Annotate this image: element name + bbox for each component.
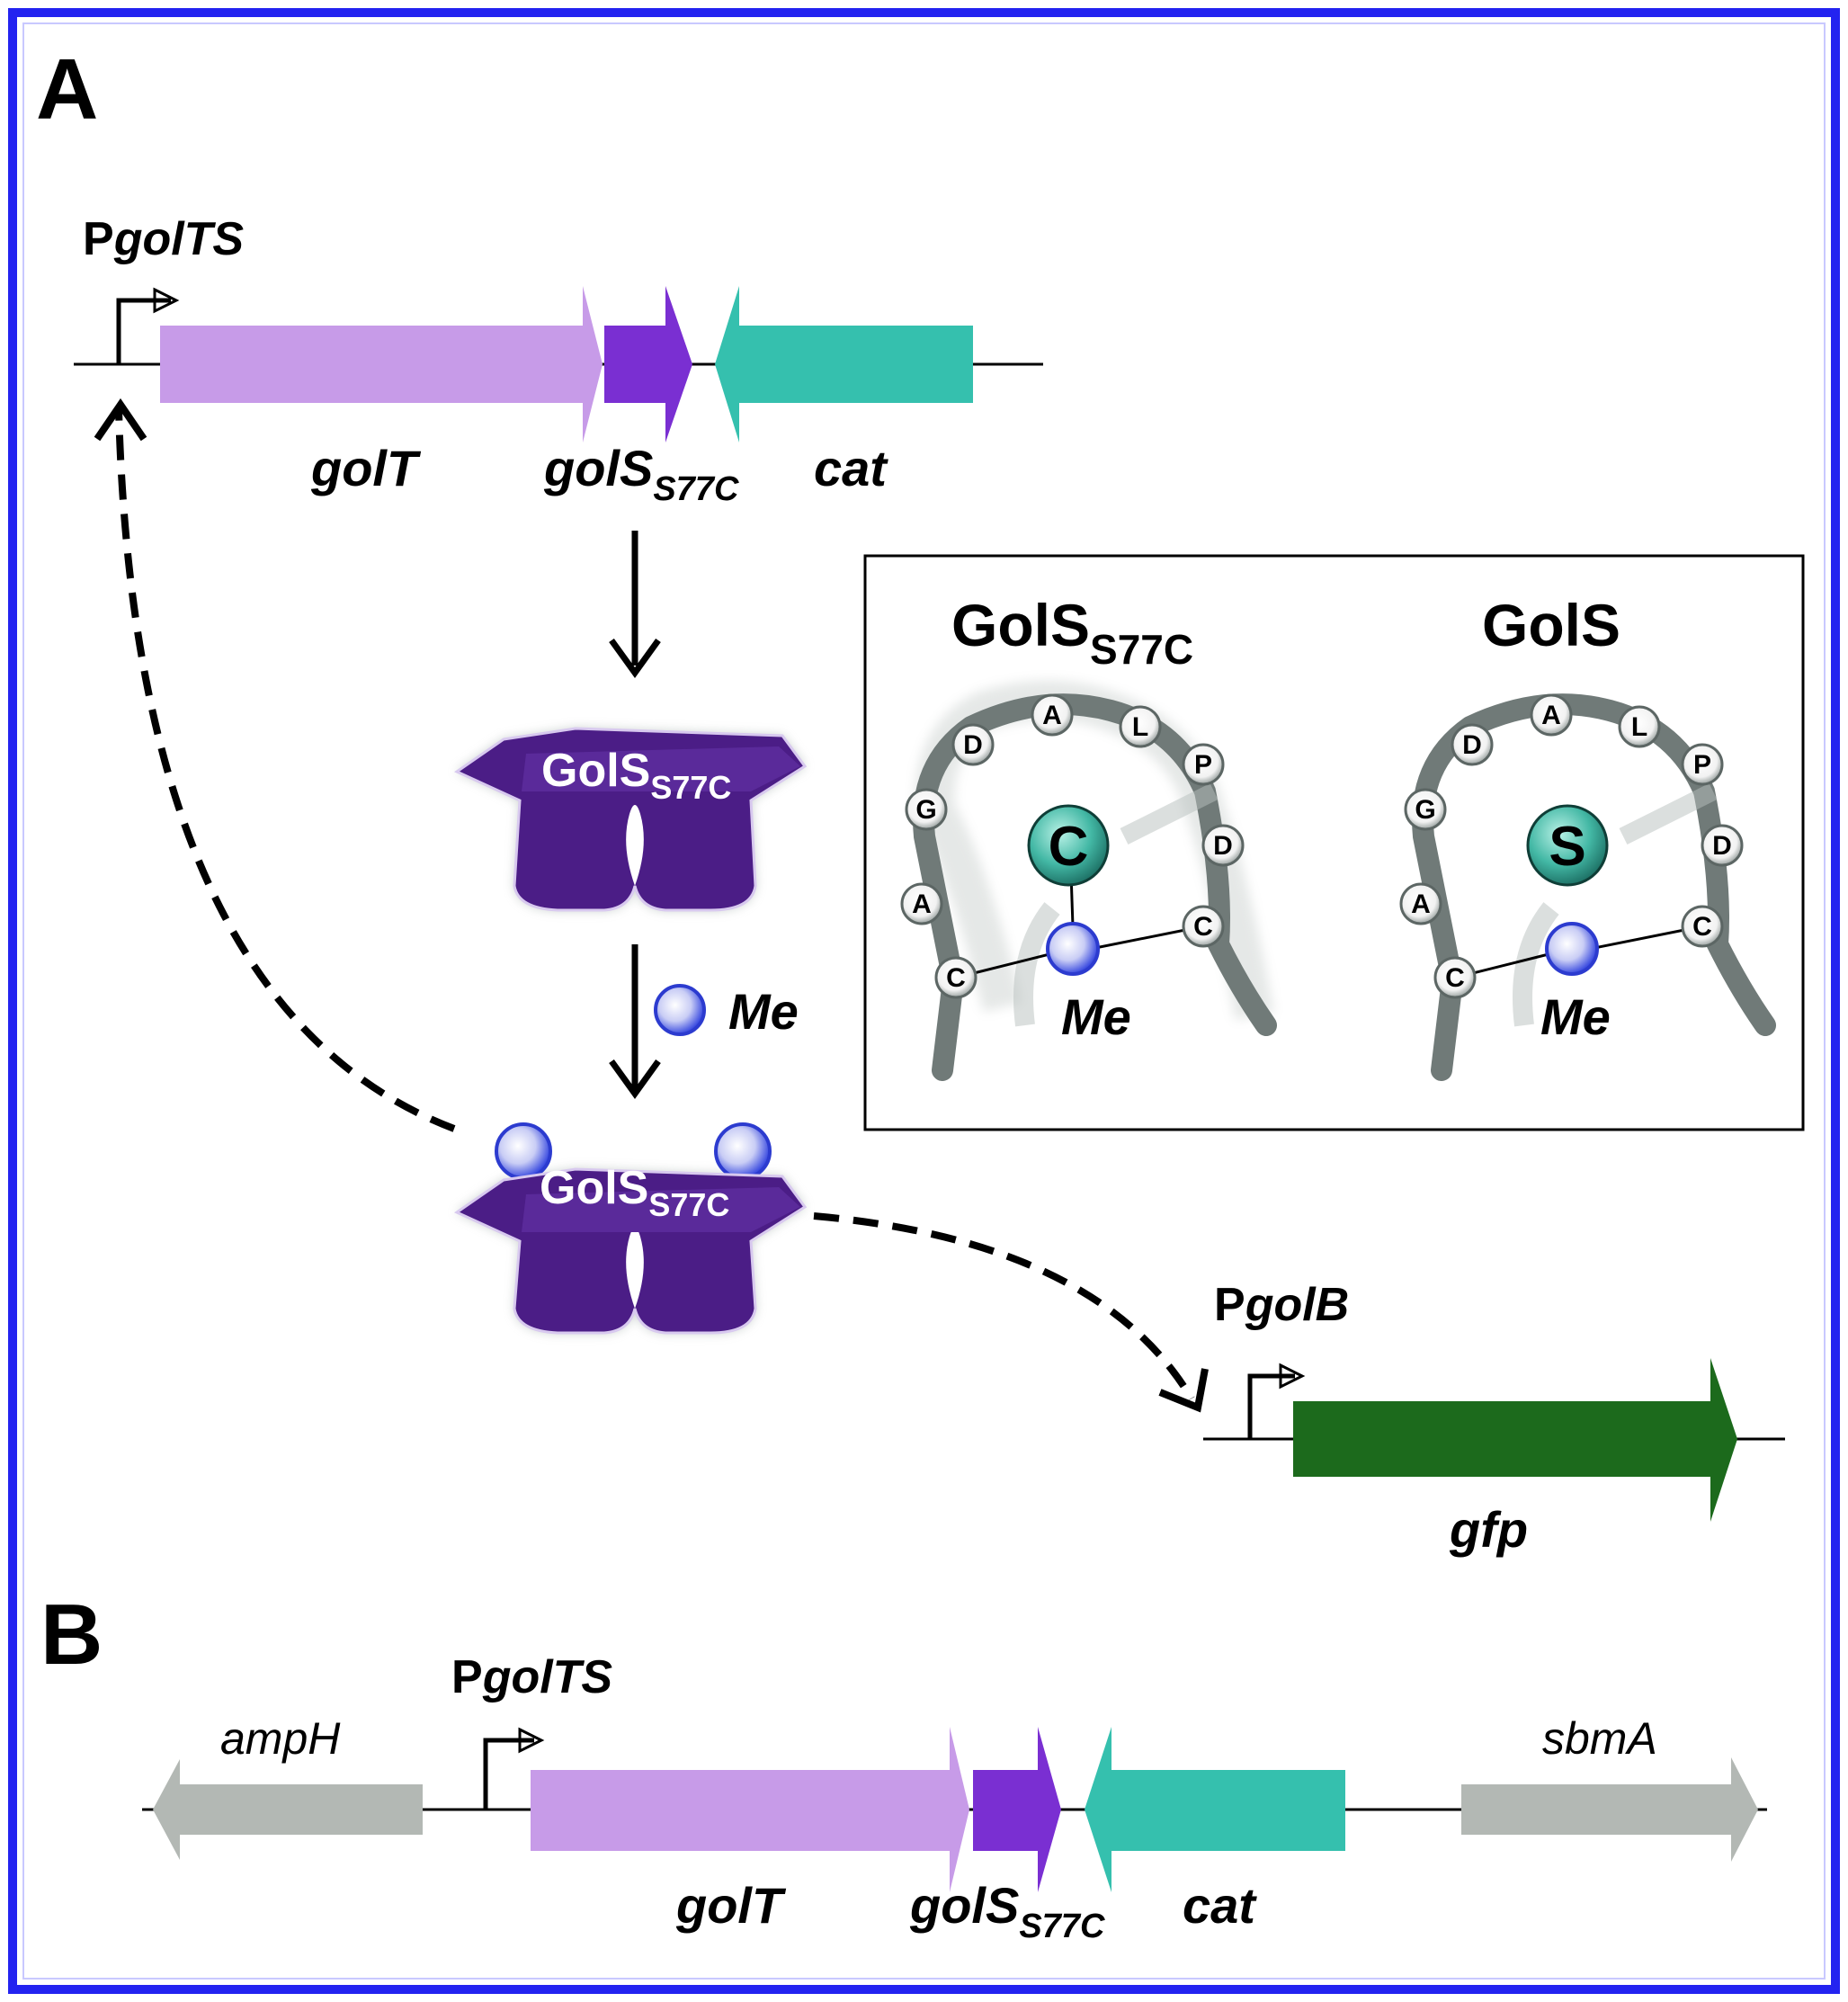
inset-right-residue-bead bbox=[1399, 882, 1442, 925]
inset-left-metal-icon bbox=[1046, 922, 1100, 976]
gene-sbmA-arrow bbox=[1461, 1757, 1758, 1862]
gene-gfp-label: gfp bbox=[1449, 1501, 1528, 1558]
activation-dashed-arrow bbox=[813, 1212, 1195, 1401]
inset-left-residue-label: A bbox=[1042, 701, 1062, 730]
inset-left-metal-label: Me bbox=[1061, 988, 1131, 1045]
inset-right-residue-bead bbox=[1681, 905, 1724, 948]
gene-golT-arrow bbox=[160, 286, 603, 442]
inset-right-residue-label: D bbox=[1462, 730, 1482, 760]
golS-protein-holo-label: GolSS77C bbox=[540, 1162, 729, 1223]
gene-cat-arrow bbox=[715, 286, 973, 442]
bound-metal-right-icon bbox=[714, 1122, 772, 1180]
golS-protein-apo bbox=[453, 727, 808, 912]
gene-golS-label: golSS77C bbox=[543, 440, 739, 508]
metal-binding-arrow bbox=[609, 944, 661, 1099]
golS-protein-apo-label: GolSS77C bbox=[541, 745, 731, 806]
feedback-arrowhead bbox=[94, 398, 147, 442]
inset-right-residue-label: A bbox=[1541, 701, 1561, 730]
figure-border bbox=[8, 8, 1840, 1994]
inset-left-residue-bead bbox=[900, 882, 943, 925]
inset-left-residue-label: D bbox=[963, 730, 983, 760]
inset-left-residue-label: C bbox=[946, 963, 966, 993]
gene-golS-b-arrow bbox=[973, 1727, 1061, 1892]
inset-right-residues: C A G D A L P D C bbox=[1399, 693, 1744, 999]
inset-right-residue-label: L bbox=[1631, 712, 1647, 742]
inset-right-residue-bead bbox=[1433, 956, 1477, 999]
inset-right-residue-label: G bbox=[1415, 795, 1435, 825]
gene-golS-arrow bbox=[604, 286, 692, 442]
inset-right-residue-bead bbox=[1618, 705, 1661, 748]
inset-right-residue-label: P bbox=[1693, 750, 1711, 780]
inset-right-residue-bead bbox=[1681, 743, 1724, 786]
gene-gfp-arrow bbox=[1293, 1358, 1737, 1522]
promoter-arrow-gfp bbox=[1247, 1363, 1306, 1439]
inset-left-residues: C A G D A L P D C bbox=[900, 693, 1245, 999]
inset-left-residue-bead bbox=[1182, 743, 1225, 786]
gene-golT-label: golT bbox=[310, 440, 422, 496]
inset-left-center-label: C bbox=[1049, 816, 1089, 878]
inset-left-residue-bead bbox=[951, 723, 995, 766]
gene-cat-b-label: cat bbox=[1183, 1877, 1257, 1934]
inset-left-residue-bead bbox=[1182, 905, 1225, 948]
inset-right-residue-label: A bbox=[1411, 889, 1431, 919]
gene-cat-label: cat bbox=[814, 440, 888, 496]
promoter-pgolb-label: PgolB bbox=[1214, 1279, 1349, 1331]
panel-a-letter: A bbox=[36, 41, 98, 138]
promoter-pgolts-label-p: P bbox=[83, 213, 114, 265]
gene-ampH-arrow bbox=[153, 1759, 423, 1860]
inset-left-title: GolSS77C bbox=[951, 592, 1193, 673]
inset-right-residue-label: C bbox=[1445, 963, 1465, 993]
inset-left-residue-label: A bbox=[912, 889, 932, 919]
feedback-dashed-arrow bbox=[115, 408, 456, 1132]
promoter-arrow-b bbox=[483, 1727, 545, 1810]
promoter-pgolts-b-label: PgolTS bbox=[451, 1651, 612, 1703]
figure-border-inner bbox=[22, 22, 1826, 1980]
inset-left-residue-label: C bbox=[1193, 912, 1213, 942]
inset-right-center-label: S bbox=[1549, 816, 1585, 878]
inset-right-center-residue bbox=[1526, 804, 1609, 887]
inset-left-residue-bead bbox=[1031, 693, 1074, 737]
gene-golS-b-label: golSS77C bbox=[909, 1877, 1105, 1945]
expression-arrow bbox=[609, 531, 661, 678]
gene-sbmA-label: sbmA bbox=[1542, 1713, 1657, 1764]
inset-left-residue-label: L bbox=[1132, 712, 1148, 742]
golS-protein-holo bbox=[453, 1122, 808, 1335]
metal-ion-icon bbox=[654, 984, 706, 1036]
inset-left-residue-bead bbox=[1201, 824, 1245, 867]
promoter-pgolts-label-rest: golTS bbox=[113, 213, 245, 265]
inset-right-residue-bead bbox=[1404, 788, 1447, 831]
inset-right-metal-icon bbox=[1545, 922, 1599, 976]
inset-left-residue-label: P bbox=[1194, 750, 1212, 780]
inset-left-center-residue bbox=[1027, 804, 1110, 887]
inset-left-residue-label: D bbox=[1213, 831, 1233, 861]
activation-arrowhead bbox=[1158, 1368, 1209, 1413]
inset-left-residue-bead bbox=[1119, 705, 1162, 748]
gene-ampH-label: ampH bbox=[220, 1713, 341, 1764]
gene-golT-b-arrow bbox=[531, 1727, 969, 1892]
inset-right-metal-label: Me bbox=[1540, 988, 1611, 1045]
promoter-arrow-top bbox=[116, 287, 180, 364]
inset-right-title: GolS bbox=[1482, 592, 1620, 658]
inset-left-residue-label: G bbox=[915, 795, 936, 825]
inset-right-residue-bead bbox=[1530, 693, 1573, 737]
inset-right-residue-bead bbox=[1701, 824, 1744, 867]
promoter-pgolts-label: PgolTS bbox=[83, 213, 244, 265]
metal-label: Me bbox=[728, 983, 799, 1040]
inset-right-residue-label: D bbox=[1712, 831, 1732, 861]
inset-right-residue-bead bbox=[1451, 723, 1494, 766]
gene-golT-b-label: golT bbox=[675, 1877, 787, 1934]
inset-box bbox=[863, 554, 1805, 1131]
inset-left-residue-bead bbox=[934, 956, 978, 999]
inset-left-residue-bead bbox=[905, 788, 948, 831]
panel-b-letter: B bbox=[40, 1586, 103, 1683]
inset-right-residue-label: C bbox=[1692, 912, 1712, 942]
gene-cat-b-arrow bbox=[1085, 1727, 1345, 1892]
